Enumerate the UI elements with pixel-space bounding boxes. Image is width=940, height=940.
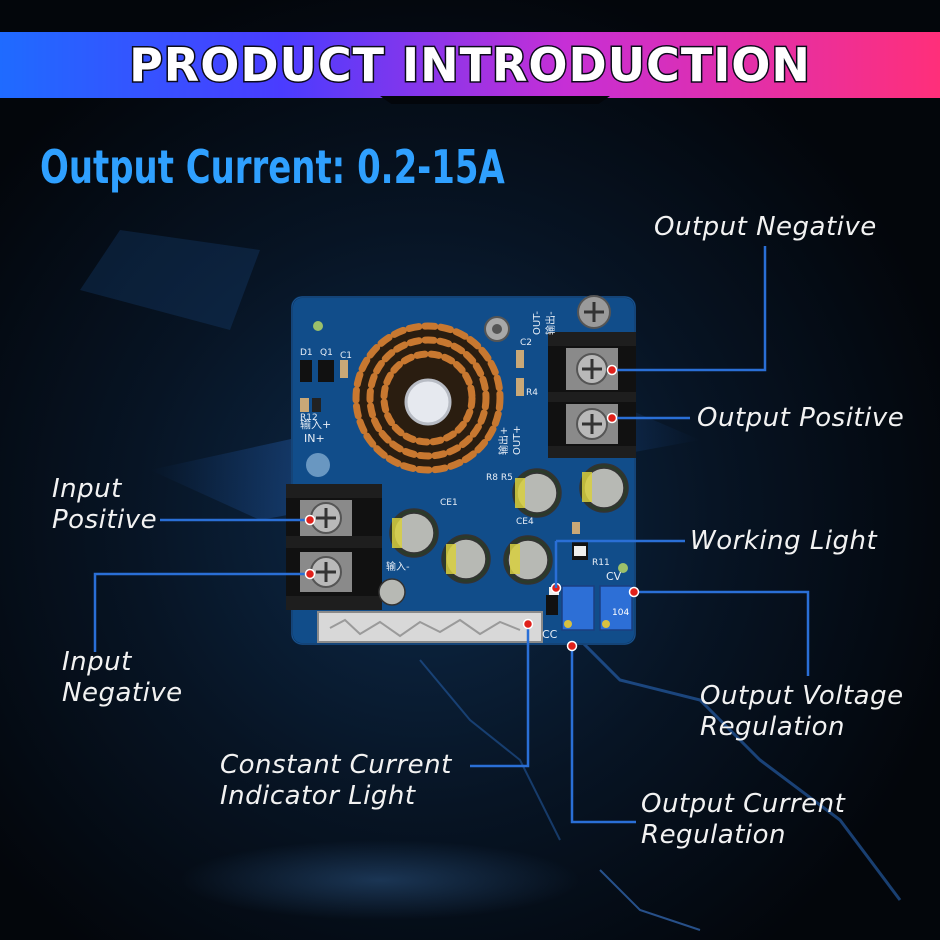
label-input-positive: Input Positive xyxy=(52,474,157,536)
label-input-negative-line2: Negative xyxy=(62,678,183,708)
banner-notch xyxy=(380,96,610,104)
marker-output-voltage xyxy=(628,586,640,598)
silk-c2: C2 xyxy=(520,338,532,348)
leader-output-voltage xyxy=(634,590,810,676)
silk-out-minus: OUT- xyxy=(532,311,543,335)
label-output-voltage-line1: Output Voltage xyxy=(700,681,904,711)
silk-ce4: CE4 xyxy=(516,517,534,527)
label-constant-current-line1: Constant Current xyxy=(220,750,452,780)
leader-output-negative xyxy=(612,246,767,372)
label-output-current-line1: Output Current xyxy=(641,789,846,819)
label-constant-current-indicator: Constant Current Indicator Light xyxy=(220,750,452,812)
label-output-current-line2: Regulation xyxy=(641,820,787,850)
silk-r12: R12 xyxy=(300,413,318,423)
silk-in-cn: 输入+ xyxy=(300,417,331,431)
silk-out-minus-cn: 输出- xyxy=(544,311,557,335)
silk-out-plus: OUT+ xyxy=(512,425,523,455)
leader-output-current xyxy=(570,646,636,824)
leader-input-negative xyxy=(93,572,310,652)
label-output-negative: Output Negative xyxy=(654,212,877,242)
output-current-spec: Output Current: 0.2-15A xyxy=(40,140,505,194)
label-input-positive-line1: Input xyxy=(52,474,122,504)
silk-out-plus-cn: 输出+ xyxy=(497,427,510,455)
label-output-positive: Output Positive xyxy=(697,403,905,433)
page-title: PRODUCT INTRODUCTION xyxy=(128,37,812,94)
label-output-voltage-line2: Regulation xyxy=(700,712,846,742)
marker-input-positive xyxy=(304,514,316,526)
silk-r11: R11 xyxy=(592,558,610,568)
silk-in-plus: IN+ xyxy=(304,432,325,445)
marker-input-negative xyxy=(304,568,316,580)
silk-r4: R4 xyxy=(526,388,538,398)
silk-cv: CV xyxy=(606,570,622,583)
silk-c1: C1 xyxy=(340,351,352,361)
marker-constant-current xyxy=(522,618,534,630)
label-input-negative: Input Negative xyxy=(62,647,183,709)
silk-cc: CC xyxy=(542,628,558,641)
silk-q1: Q1 xyxy=(320,348,333,358)
label-output-voltage-regulation: Output Voltage Regulation xyxy=(700,681,904,743)
silk-in-minus-cn: 输入- xyxy=(386,560,410,573)
silk-ce1: CE1 xyxy=(440,498,458,508)
marker-output-positive xyxy=(606,412,618,424)
label-constant-current-line2: Indicator Light xyxy=(220,781,416,811)
label-input-positive-line2: Positive xyxy=(52,505,158,535)
marker-output-current xyxy=(566,640,578,652)
silk-d1: D1 xyxy=(300,348,313,358)
silk-r8r5: R8 R5 xyxy=(486,473,513,483)
title-banner xyxy=(0,32,940,98)
leader-constant-current xyxy=(470,624,530,768)
silk-pot-value: 104 xyxy=(612,608,629,618)
label-output-current-regulation: Output Current Regulation xyxy=(641,789,845,851)
marker-output-negative xyxy=(606,364,618,376)
label-input-negative-line1: Input xyxy=(62,647,132,677)
label-working-light: Working Light xyxy=(690,526,878,556)
